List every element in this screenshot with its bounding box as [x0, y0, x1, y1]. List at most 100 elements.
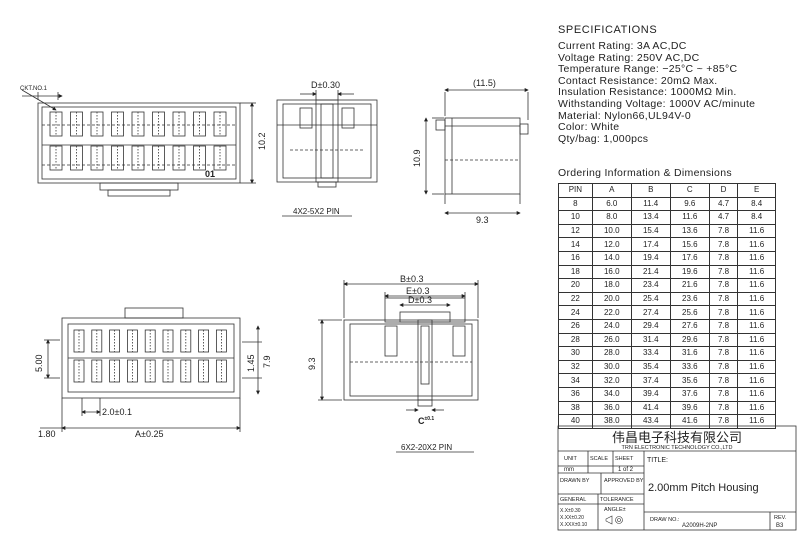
table-cell: 25.4 [630, 291, 671, 307]
dim-9-3-top: 9.3 [476, 215, 489, 225]
company-cn: 伟昌电子科技有限公司 [612, 431, 742, 446]
table-cell: 12 [558, 223, 593, 239]
dim-b: B±0.3 [400, 274, 423, 284]
table-cell: 11.6 [737, 278, 776, 293]
table-cell: 9.6 [669, 196, 710, 212]
table-cell: 11.6 [737, 332, 776, 348]
column-header: B [630, 183, 671, 198]
table-cell: 7.8 [708, 332, 739, 348]
table-cell: 24.0 [591, 318, 632, 334]
dim-7-9: 7.9 [262, 355, 272, 368]
company-en: TRN ELECTRONIC TECHNOLOGY CO.,LTD [622, 445, 733, 451]
specifications-title: SPECIFICATIONS [558, 24, 658, 36]
table-cell: 25.6 [669, 305, 710, 320]
table-cell: 11.6 [737, 223, 776, 239]
table-cell: 28 [558, 332, 593, 348]
table-cell: 29.4 [630, 318, 671, 334]
table-cell: 11.6 [737, 400, 776, 416]
bottom-side-view [318, 280, 479, 412]
table-cell: 39.4 [630, 386, 671, 402]
table-cell: 26.0 [591, 332, 632, 348]
table-cell: 11.6 [737, 305, 776, 320]
table-cell: 22.0 [591, 305, 632, 320]
table-cell: 16.0 [591, 264, 632, 280]
top-end-view [276, 90, 378, 188]
table-cell: 7.8 [708, 237, 739, 252]
table-cell: 40 [558, 414, 593, 429]
table-cell: 12.0 [591, 237, 632, 252]
dim-e: E±0.3 [406, 286, 429, 296]
table-cell: 11.6 [737, 346, 776, 361]
table-cell: 11.6 [737, 264, 776, 280]
table-cell: 8.0 [591, 210, 632, 225]
draw-no-value: A2009H-2NP [682, 523, 717, 529]
drawn-by: DRAWN BY [560, 478, 590, 484]
table-cell: 27.4 [630, 305, 671, 320]
table-cell: 7.8 [708, 318, 739, 334]
spec-line: Material: Nylon66,UL94V-0 [558, 109, 691, 122]
table-cell: 7.8 [708, 264, 739, 280]
table-cell: 24 [558, 305, 593, 320]
table-cell: 38.0 [591, 414, 632, 429]
spec-line: Withstanding Voltage: 1000V AC/minute [558, 98, 756, 110]
unit-label: UNIT [564, 456, 577, 462]
table-cell: 8.4 [737, 210, 776, 225]
table-cell: 7.8 [708, 223, 739, 239]
table-cell: 39.6 [669, 400, 710, 416]
table-cell: 30.0 [591, 359, 632, 375]
table-cell: 7.8 [708, 346, 739, 361]
table-cell: 11.6 [737, 414, 776, 429]
dim-a: A±0.25 [135, 429, 163, 439]
table-cell: 38 [558, 400, 593, 416]
tol-x: X.X±0.30 [560, 508, 581, 514]
general-label: GENERAL [560, 497, 586, 503]
table-cell: 11.6 [737, 250, 776, 266]
dim-1-45: 1.45 [246, 354, 256, 372]
table-cell: 43.4 [630, 414, 671, 429]
table-cell: 37.4 [630, 373, 671, 388]
angle-label: ANGLE± [604, 507, 626, 513]
top-view-pin-01: 01 [205, 169, 215, 179]
ckt-label: CKT.NO.1 [20, 86, 48, 92]
table-cell: 37.6 [669, 386, 710, 402]
table-cell: 8 [558, 196, 593, 212]
table-cell: 33.6 [669, 359, 710, 375]
caption-bottom: 6X2-20X2 PIN [401, 443, 452, 452]
table-cell: 35.4 [630, 359, 671, 375]
table-cell: 7.8 [708, 278, 739, 293]
table-cell: 36.0 [591, 400, 632, 416]
table-cell: 17.4 [630, 237, 671, 252]
table-cell: 23.6 [669, 291, 710, 307]
table-cell: 14 [558, 237, 593, 252]
spec-line: Contact Resistance: 20mΩ Max. [558, 74, 718, 87]
ordering-title: Ordering Information & Dimensions [558, 167, 732, 179]
rev-value: B3 [776, 523, 784, 529]
table-cell: 7.8 [708, 400, 739, 416]
top-front-view [21, 89, 256, 197]
tol-xx: X.XX±0.20 [560, 515, 584, 521]
dim-5-00: 5.00 [34, 354, 44, 372]
column-header: D [708, 183, 739, 198]
table-cell: 18 [558, 264, 593, 280]
table-cell: 26 [558, 318, 593, 334]
table-cell: 20.0 [591, 291, 632, 307]
table-cell: 23.4 [630, 278, 671, 293]
unit-value: mm [564, 467, 574, 473]
scale-label: SCALE [590, 456, 608, 462]
dim-10-9: 10.9 [412, 149, 422, 167]
sheet-value: 1 of 2 [618, 467, 634, 473]
table-cell: 19.4 [630, 250, 671, 266]
top-side-view [424, 88, 529, 215]
rev-label: REV. [774, 515, 787, 521]
table-cell: 33.4 [630, 346, 671, 361]
